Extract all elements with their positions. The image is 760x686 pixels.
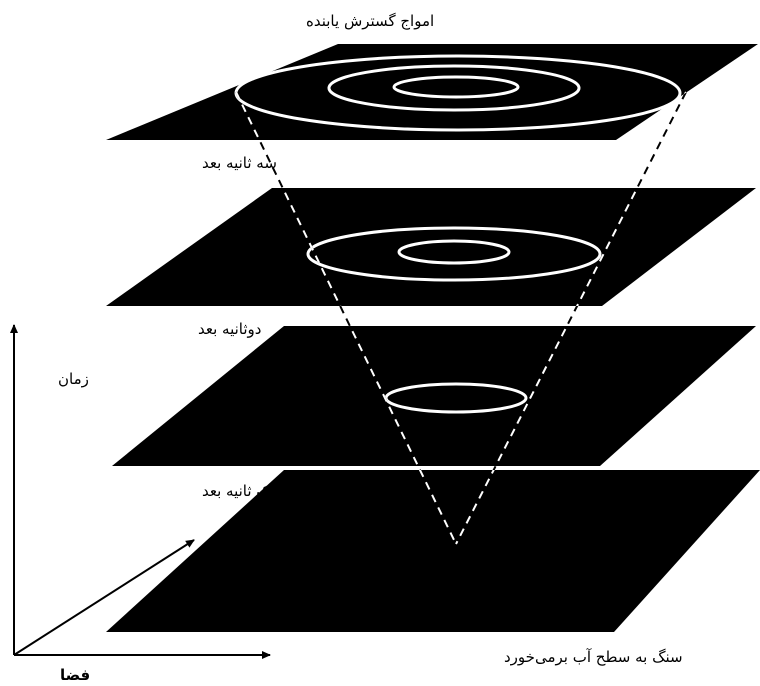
- label-stone-hits-water: سنگ به سطح آب برمی‌خورد: [504, 648, 683, 666]
- label-space-axis: فضا: [60, 666, 90, 684]
- plane-three-seconds: [106, 44, 758, 140]
- wave-ring-three-seconds-middle: [327, 64, 581, 112]
- label-time-axis: زمان: [58, 370, 89, 388]
- label-two-seconds-later: دوثانیه بعد: [198, 320, 261, 338]
- plane-impact: [106, 470, 760, 632]
- plane-two-seconds: [106, 188, 756, 306]
- space-depth-axis-arrow: [13, 539, 195, 656]
- label-expanding-waves: امواج گسترش یابنده: [306, 12, 434, 31]
- label-three-seconds-later: سه ثانیه بعد: [202, 154, 277, 172]
- light-cone: [235, 91, 687, 545]
- wave-ring-two-seconds-inner: [397, 239, 511, 265]
- wave-ring-three-seconds-inner: [392, 75, 520, 99]
- label-one-second-later: یک ثانیه بعد: [202, 482, 274, 500]
- wave-ring-two-seconds-outer: [306, 226, 602, 282]
- plane-one-second: [112, 326, 756, 466]
